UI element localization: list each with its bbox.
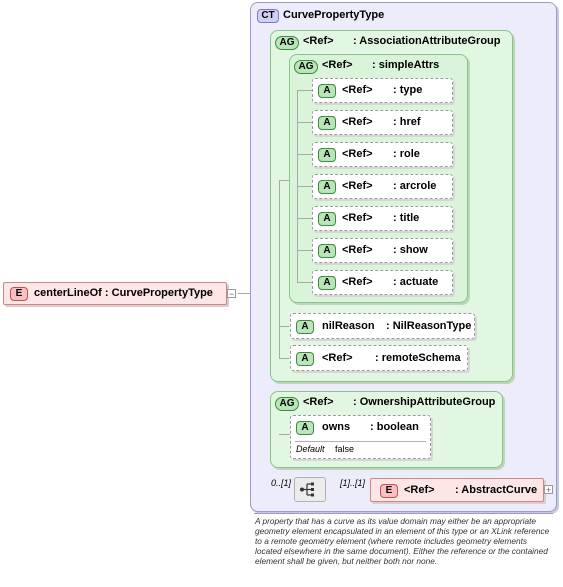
connector-line [279, 326, 289, 327]
collapse-toggle-icon[interactable]: − [227, 289, 236, 299]
attribute-badge: A [296, 421, 314, 435]
default-label: Default [296, 444, 325, 454]
attribute-ref: <Ref> [342, 244, 373, 256]
root-element[interactable]: E centerLineOf : CurvePropertyType [3, 282, 227, 305]
connector-line [297, 186, 312, 187]
attribute-type: : boolean [370, 421, 419, 433]
attribute-name: : type [393, 84, 423, 96]
attribute-href[interactable]: A <Ref> : href [312, 110, 453, 135]
attribute-name: : href [393, 116, 421, 128]
attribute-ref: <Ref> [342, 276, 373, 288]
attribute-remote-schema[interactable]: A <Ref> : remoteSchema [290, 345, 468, 371]
attribute-badge: A [318, 276, 336, 290]
root-element-name: centerLineOf [34, 287, 102, 299]
connector-line [297, 250, 312, 251]
attribute-badge: A [318, 116, 336, 130]
attribute-type: : NilReasonType [386, 320, 472, 332]
association-group-ref: <Ref> [303, 35, 334, 47]
attribute-type[interactable]: A <Ref> : type [312, 78, 453, 103]
root-element-sep: : [104, 287, 109, 299]
default-value: false [335, 444, 355, 454]
attribute-name: : arcrole [393, 180, 437, 192]
simple-attrs-name: : simpleAttrs [372, 59, 440, 71]
sequence-occurrence: 0..[1] [271, 478, 292, 488]
divider [254, 513, 553, 514]
attribute-show[interactable]: A <Ref> : show [312, 238, 453, 263]
attribute-name: : actuate [393, 276, 439, 288]
root-element-type: CurvePropertyType [111, 287, 213, 299]
attribute-group-badge: AG [275, 36, 299, 50]
attribute-badge: A [296, 320, 314, 334]
attribute-role[interactable]: A <Ref> : role [312, 142, 453, 167]
connector-line [238, 293, 258, 294]
connector-line [297, 154, 312, 155]
attribute-group-badge: AG [294, 60, 318, 74]
attribute-arcrole[interactable]: A <Ref> : arcrole [312, 174, 453, 199]
ownership-group-name: : OwnershipAttributeGroup [353, 396, 496, 408]
attribute-badge: A [296, 352, 314, 366]
abstract-curve-element[interactable]: E <Ref> : AbstractCurve [370, 478, 544, 502]
attribute-owns[interactable]: A owns : boolean Default false [290, 415, 431, 459]
connector-line [279, 434, 290, 435]
attribute-badge: A [318, 180, 336, 194]
element-badge: E [380, 484, 398, 498]
attribute-badge: A [318, 84, 336, 98]
attribute-ref: <Ref> [342, 148, 373, 160]
documentation-text: A property that has a curve as its value… [255, 516, 550, 566]
attribute-name: owns [322, 421, 351, 433]
attribute-badge: A [318, 148, 336, 162]
attribute-name: : role [393, 148, 420, 160]
abstract-curve-ref: <Ref> [404, 484, 435, 496]
connector-line [297, 218, 312, 219]
abstract-curve-name: : AbstractCurve [455, 484, 538, 496]
connector-line [279, 180, 280, 358]
association-group-name: : AssociationAttributeGroup [353, 35, 501, 47]
ownership-group-ref: <Ref> [303, 396, 334, 408]
connector-line [297, 90, 312, 91]
attribute-ref: <Ref> [342, 212, 373, 224]
sequence-compositor[interactable] [294, 477, 326, 502]
root-element-label: centerLineOf : CurvePropertyType [34, 287, 213, 299]
child-occurrence: [1]..[1] [340, 478, 366, 488]
attribute-badge: A [318, 244, 336, 258]
attribute-name: : show [393, 244, 428, 256]
sequence-icon [300, 482, 314, 497]
attribute-actuate[interactable]: A <Ref> : actuate [312, 270, 453, 295]
attribute-ref: <Ref> [342, 180, 373, 192]
attribute-ref: <Ref> [322, 352, 353, 364]
element-badge: E [10, 287, 28, 301]
expand-toggle-icon[interactable]: + [544, 485, 553, 495]
connector-line [279, 180, 289, 181]
attribute-name: : title [393, 212, 420, 224]
complex-type-name: CurvePropertyType [283, 9, 385, 21]
attribute-badge: A [318, 212, 336, 226]
attribute-name: nilReason [322, 320, 375, 332]
connector-line [297, 122, 312, 123]
attribute-ref: <Ref> [342, 84, 373, 96]
attribute-title[interactable]: A <Ref> : title [312, 206, 453, 231]
connector-line [279, 358, 289, 359]
complex-type-badge: CT [257, 9, 279, 23]
divider [295, 441, 426, 442]
simple-attrs-ref: <Ref> [322, 59, 353, 71]
attribute-ref: <Ref> [342, 116, 373, 128]
attribute-group-badge: AG [275, 397, 299, 411]
attribute-name: : remoteSchema [375, 352, 461, 364]
attribute-nil-reason[interactable]: A nilReason : NilReasonType [290, 313, 475, 339]
connector-line [297, 282, 312, 283]
